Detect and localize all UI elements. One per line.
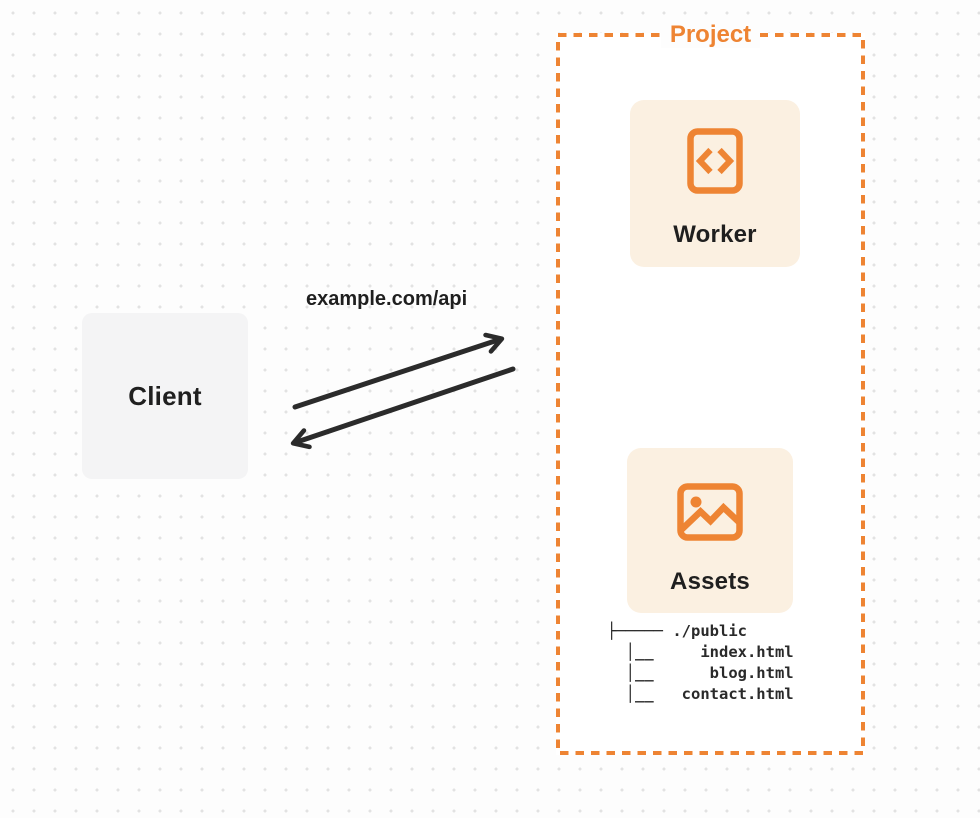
worker-label: Worker <box>673 221 757 248</box>
project-container: Project Worker Assets ├ <box>556 22 865 755</box>
assets-node: Assets <box>627 448 793 613</box>
assets-file-tree: ├───── ./public │__ index.html │__ blog.… <box>607 621 794 705</box>
code-file-icon <box>687 128 743 194</box>
tree-line-blog: │__ blog.html <box>607 664 794 682</box>
project-label-row: Project <box>556 22 865 48</box>
client-node: Client <box>82 313 248 479</box>
request-response-arrows <box>290 332 516 450</box>
tree-line-index: │__ index.html <box>607 643 794 661</box>
request-url-label: example.com/api <box>306 288 468 310</box>
client-label: Client <box>128 380 202 411</box>
project-label: Project <box>660 22 761 48</box>
image-icon <box>677 483 743 541</box>
tree-line-root: ├───── ./public <box>607 622 747 640</box>
response-arrow <box>290 366 516 450</box>
request-arrow <box>292 332 505 410</box>
assets-label: Assets <box>670 568 750 595</box>
tree-line-contact: │__ contact.html <box>607 685 794 703</box>
worker-node: Worker <box>630 100 800 267</box>
